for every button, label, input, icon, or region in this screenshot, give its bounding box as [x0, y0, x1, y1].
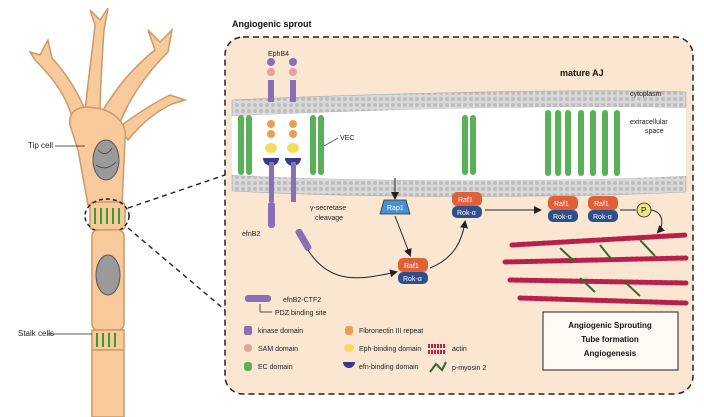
- actin-bundles: [502, 232, 689, 306]
- ec-domain-icon: [244, 362, 252, 371]
- ephb4-receptor: [263, 58, 301, 228]
- cell-membranes: [231, 90, 687, 197]
- efnb2-label: efnB2: [242, 231, 260, 238]
- extracellular-label: extracellular: [630, 119, 668, 126]
- svg-text:Rok-α: Rok-α: [457, 210, 476, 217]
- raf1-rok-complex-aj: Raf1 Rok-α Raf1 Rok-α: [548, 196, 618, 222]
- svg-text:Rok-α: Rok-α: [403, 276, 422, 283]
- fibronectin-icon: [345, 326, 353, 335]
- outcome-line-3: Angiogenesis: [584, 349, 637, 358]
- svg-text:Rok-α: Rok-α: [593, 214, 612, 221]
- ephb4-label: EphB4: [268, 51, 289, 58]
- svg-text:actin: actin: [452, 346, 467, 353]
- raf1-rok-complex-center: Raf1 Rok-α: [398, 258, 428, 284]
- cytoplasm-label: cytoplasm: [630, 91, 662, 98]
- phosphate-label: P: [641, 206, 646, 215]
- legend: efnB2-CTF2 PDZ binding site kinase domai…: [244, 295, 486, 373]
- sam-domain-icon: [244, 344, 252, 352]
- vec-strands: [238, 110, 620, 176]
- page-title: Angiogenic sprout: [232, 19, 312, 29]
- svg-text:EC domain: EC domain: [258, 364, 293, 371]
- svg-text:Raf1: Raf1: [458, 197, 473, 204]
- svg-text:efn-binding domain: efn-binding domain: [359, 364, 419, 371]
- cleavage-label: cleavage: [315, 215, 343, 222]
- svg-text:Rok-α: Rok-α: [553, 214, 572, 221]
- raf1-rok-complex-membrane: Raf1 Rok-α: [452, 192, 482, 218]
- kinase-domain-icon: [244, 326, 252, 335]
- mature-aj-label: mature AJ: [560, 68, 604, 78]
- svg-text:Raf1: Raf1: [594, 201, 609, 208]
- myosin-icon: [429, 361, 447, 373]
- rap1-protein: Rap1: [379, 199, 411, 215]
- efnb2-ctf2-fragment: [295, 228, 312, 251]
- stalk-cells-label: Stalk cells: [18, 329, 54, 338]
- sprout-cell-illustration: [28, 7, 188, 417]
- rap1-label: Rap1: [387, 205, 404, 212]
- outcome-line-1: Angiogenic Sprouting: [568, 321, 652, 330]
- eph-binding-icon: [344, 344, 354, 352]
- space-label: space: [645, 128, 664, 135]
- outcome-line-2: Tube formation: [581, 335, 639, 344]
- svg-text:Raf1: Raf1: [404, 263, 419, 270]
- efn-binding-icon: [343, 362, 355, 368]
- svg-text:SAM domain: SAM domain: [258, 346, 298, 353]
- svg-text:Raf1: Raf1: [554, 201, 569, 208]
- svg-text:p-myosin 2: p-myosin 2: [452, 365, 486, 372]
- svg-text:Fibronectin III repeat: Fibronectin III repeat: [359, 328, 423, 335]
- outcome-box: Angiogenic Sprouting Tube formation Angi…: [542, 311, 679, 371]
- gamma-secretase-label: γ-secretase: [310, 205, 346, 212]
- svg-text:kinase domain: kinase domain: [258, 328, 303, 335]
- svg-text:efnB2-CTF2: efnB2-CTF2: [283, 297, 321, 304]
- tip-cell-label: Tip cell: [28, 141, 53, 150]
- svg-text:PDZ binding site: PDZ binding site: [275, 310, 326, 317]
- svg-text:Eph-binding domain: Eph-binding domain: [359, 346, 421, 353]
- efnb2-ctf2-icon: [245, 295, 271, 302]
- vec-label: VEC: [340, 135, 354, 142]
